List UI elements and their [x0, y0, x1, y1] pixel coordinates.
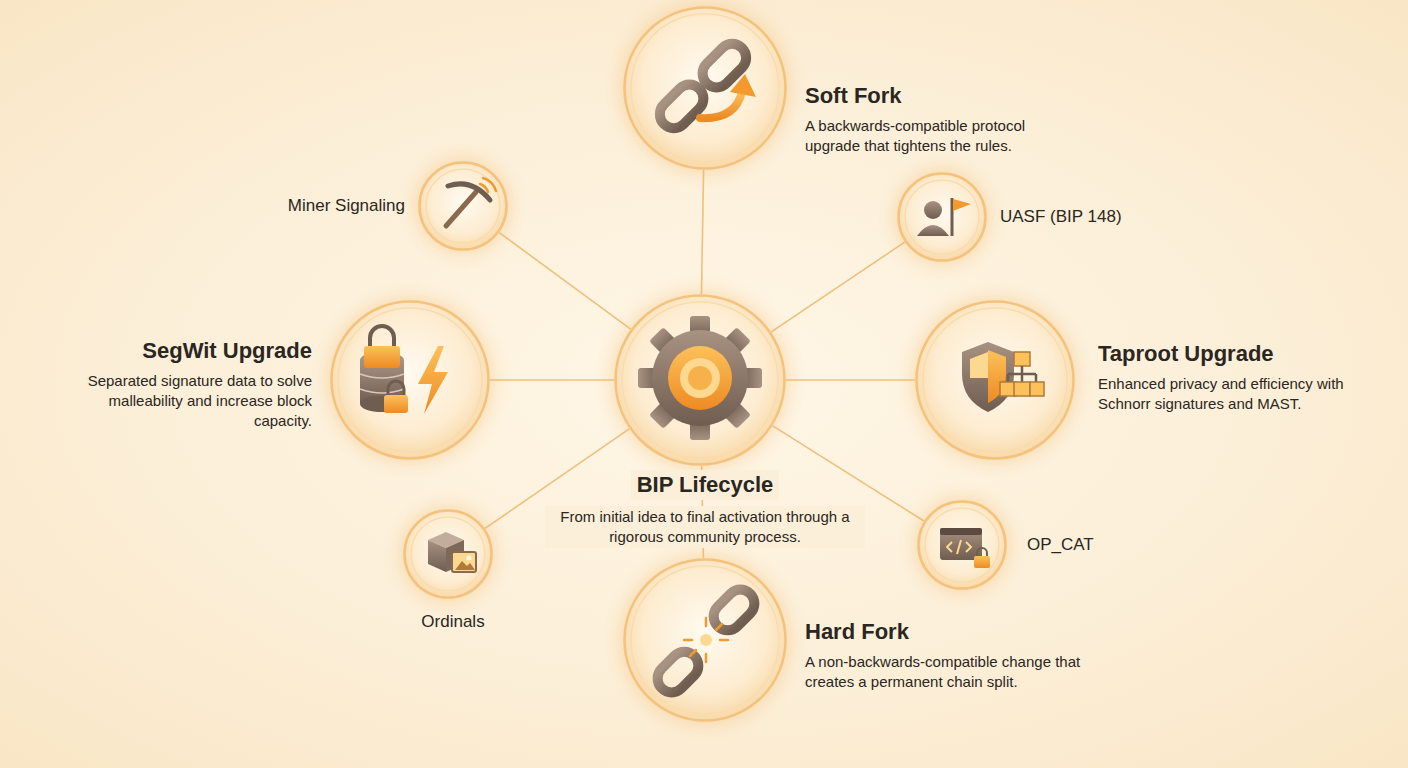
circle-outline — [418, 161, 508, 251]
connector-line — [490, 379, 614, 381]
circle-fill — [332, 302, 489, 459]
topic-node: Taproot UpgradeEnhanced privacy and effi… — [915, 300, 1075, 460]
shield-tree-icon — [962, 342, 1044, 412]
node-label: Ordinals — [393, 611, 513, 633]
circle-fill — [917, 302, 1074, 459]
circle-outline — [917, 500, 1007, 590]
text-group: Taproot UpgradeEnhanced privacy and effi… — [1098, 340, 1378, 414]
circle-fill — [899, 174, 986, 261]
circle-outline — [623, 6, 787, 170]
circle-ring — [923, 308, 1067, 452]
node-description: A backwards-compatible protocol upgrade … — [805, 116, 1070, 156]
circle-ring — [338, 308, 482, 452]
topic-node: Miner Signaling — [418, 161, 508, 251]
connector-line — [701, 170, 703, 294]
node-label: UASF (BIP 148) — [1000, 206, 1170, 228]
topic-node: Ordinals — [403, 509, 493, 599]
node-title: Hard Fork — [805, 618, 1085, 646]
circle-fill — [919, 502, 1006, 589]
text-group: Soft Fork A backwards-compatible protocol… — [805, 82, 1070, 156]
circle-outline — [915, 300, 1075, 460]
text-group: BIP LifecycleFrom initial idea to final … — [545, 470, 865, 548]
node-title: SegWit Upgrade — [77, 337, 312, 365]
node-title: Taproot Upgrade — [1098, 340, 1378, 368]
circle-fill — [625, 560, 786, 721]
gear-icon — [638, 316, 762, 440]
broken-chain-icon — [652, 584, 760, 698]
topic-node: UASF (BIP 148) — [897, 172, 987, 262]
circle-fill — [616, 296, 785, 465]
circle-ring — [925, 508, 999, 582]
cube-image-icon — [428, 532, 476, 572]
circle-ring — [622, 302, 778, 458]
node-description: Separated signature data to solve mallea… — [77, 371, 312, 431]
database-lock-icon — [360, 326, 448, 414]
connector-line — [786, 379, 915, 381]
text-group: Miner Signaling — [245, 195, 405, 217]
circle-outline — [330, 300, 490, 460]
text-group: UASF (BIP 148) — [1000, 206, 1170, 228]
topic-node: SegWit UpgradeSeparated signature data t… — [330, 300, 490, 460]
text-group: Ordinals — [393, 611, 513, 633]
topic-node: OP_CAT — [917, 500, 1007, 590]
node-description: A non-backwards-compatible change that c… — [805, 652, 1085, 692]
pickaxe-icon — [446, 178, 496, 226]
circle-fill — [625, 8, 786, 169]
circle-ring — [905, 180, 979, 254]
circle-ring — [426, 169, 500, 243]
circle-fill — [405, 511, 492, 598]
circle-outline — [614, 294, 786, 466]
text-group: OP_CAT — [1027, 534, 1147, 556]
node-title: BIP Lifecycle — [631, 470, 780, 500]
circle-ring — [411, 517, 485, 591]
node-description: From initial idea to final activation th… — [545, 506, 865, 548]
text-group: SegWit UpgradeSeparated signature data t… — [77, 337, 312, 431]
topic-node: Soft ForkA backwards-compatible protocol… — [623, 6, 787, 170]
connector-line — [771, 242, 904, 332]
node-label: Miner Signaling — [245, 195, 405, 217]
circle-outline — [623, 558, 787, 722]
chain-icon — [654, 38, 756, 134]
topic-node: Hard ForkA non-backwards-compatible chan… — [623, 558, 787, 722]
node-description: Enhanced privacy and efficiency with Sch… — [1098, 374, 1378, 414]
circle-fill — [420, 163, 507, 250]
circle-outline — [897, 172, 987, 262]
text-group: Hard Fork A non-backwards-compatible chan… — [805, 618, 1085, 692]
circle-outline — [403, 509, 493, 599]
code-window-icon — [940, 528, 990, 568]
user-flag-icon — [917, 198, 971, 236]
node-title: Soft Fork — [805, 82, 1070, 110]
circle-ring — [631, 14, 779, 162]
topic-node: BIP LifecycleFrom initial idea to final … — [614, 294, 786, 466]
node-label: OP_CAT — [1027, 534, 1147, 556]
connector-line — [499, 233, 630, 329]
circle-ring — [631, 566, 779, 714]
